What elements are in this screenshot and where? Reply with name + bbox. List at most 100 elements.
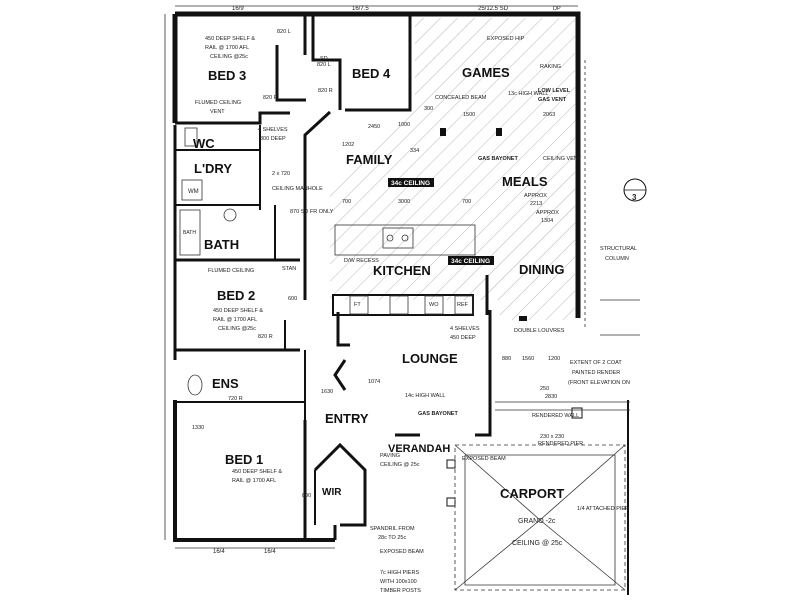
dim-dp: DP [553,6,561,12]
note-structural: STRUCTURAL [600,246,637,252]
note-concealed: CONCEALED BEAM [435,95,487,101]
note-column: COLUMN [605,256,629,262]
note-manhole-sd: 870 SD FR ONLY [290,209,334,215]
room-kitchen: KITCHEN [373,263,431,278]
note-manhole: CEILING MANHOLE [272,186,323,192]
dimension-labels: 16/9 16/7.5 25/12.5 SD 16/4 16/4 2450 10… [192,6,564,555]
note-paving: PAVING [380,453,400,459]
dim-top3: 25/12.5 SD [478,6,509,12]
dim-1500: 1500 [463,112,475,118]
outer-walls [172,11,581,542]
svg-text:34c CEILING: 34c CEILING [451,258,490,265]
note-bed1-rail: RAIL @ 1700 AFL [232,478,276,484]
room-labels: BED 3 BED 4 GAMES WC L'DRY FAMILY MEALS … [193,65,565,501]
fixture-wm: WM [188,189,199,195]
note-rendered-pier: RENDERED PIER [538,441,583,447]
dim-820r-bed3: 820 R [263,95,278,101]
room-family: FAMILY [346,152,393,167]
note-gas-vent: GAS VENT [538,97,567,103]
interior-walls [173,16,492,540]
note-grano: GRANO -2c [518,518,556,525]
note-hiwall: 13c HIGH WALL [508,91,548,97]
note-front-elev: (FRONT ELEVATION ON [568,380,630,386]
room-entry: ENTRY [325,411,369,426]
note-bed1-shelf: 450 DEEP SHELF & [232,469,282,475]
note-approx-val2: 1304 [541,218,553,224]
note-timber: WITH 100x100 [380,579,417,585]
svg-text:34c CEILING: 34c CEILING [391,180,430,187]
annotations: 450 DEEP SHELF & RAIL @ 1700 AFL CEILING… [195,29,637,594]
fixture-labels: WM BATH FT WO REF [183,189,469,308]
note-vent: VENT [210,109,225,115]
note-300-deep: 300 DEEP [260,136,286,142]
note-painted: PAINTED RENDER [572,370,620,376]
note-approx2: APPROX [536,210,559,216]
note-spandril2: 28c TO 25c [378,535,406,541]
dim-600: 600 [288,296,297,302]
note-rendered-wall: RENDERED WALL [532,413,579,419]
note-bed3-rail: RAIL @ 1700 AFL [205,45,249,51]
note-lounge-deep: 450 DEEP [450,335,476,341]
room-games: GAMES [462,65,510,80]
dim-2x720: 2 x 720 [272,171,290,177]
room-bed2: BED 2 [217,288,255,303]
dim-820r-bed2: 820 R [258,334,273,340]
room-bed1: BED 1 [225,452,263,467]
note-hi-wall-14: 14c HIGH WALL [405,393,445,399]
note-bed3-820l: 820 L [277,29,291,35]
dim-334: 334 [410,148,419,154]
note-bed3-shelf: 450 DEEP SHELF & [205,36,255,42]
carport-outline [454,400,630,595]
posts [440,128,583,507]
dim-720: 720 R [228,396,243,402]
note-ceiling-25: CEILING @ 25c [380,462,420,468]
dim-1200: 1200 [548,356,560,362]
note-carport-ceiling: CEILING @ 25c [512,540,563,547]
note-bayonet2: GAS BAYONET [418,411,458,417]
note-approx-val: 2213 [530,201,542,207]
note-exposed-beam2: EXPOSED BEAM [380,549,424,555]
hatched-roof-zone [330,18,575,320]
dim-pier: 230 x 230 [540,434,564,440]
room-carport: CARPORT [500,486,564,501]
note-flumed: FLUMED CEILING [195,100,241,106]
note-timber-posts: TIMBER POSTS [380,588,421,594]
room-meals: MEALS [502,174,548,189]
note-louvres: DOUBLE LOUVRES [514,328,565,334]
fixture-ref: REF [457,302,469,308]
note-dw-recess: D/W RECESS [344,258,379,264]
note-bed2-rail: RAIL @ 1700 AFL [213,317,257,323]
dim-250: 250 [540,386,549,392]
note-spandril: SPANDRIL FROM [370,526,415,532]
fixture-bath: BATH [183,230,196,236]
ceiling-badge-family: 34c CEILING [388,178,434,187]
room-verandah: VERANDAH [388,443,450,455]
room-ens: ENS [212,376,239,391]
note-high-piers: 7c HIGH PIERS [380,570,419,576]
room-ldry: L'DRY [194,161,232,176]
dim-top1: 16/9 [232,6,244,12]
dim-820l-bed4: 820 L [317,62,331,68]
dim-300: 300 [424,106,433,112]
dim-700b: 700 [462,199,471,205]
ceiling-badge-kitchen: 34c CEILING [448,256,494,265]
note-bed2-flumed: FLUMED CEILING [208,268,254,274]
note-low-level: LOW LEVEL [538,88,571,94]
dim-1630: 1630 [321,389,333,395]
note-approx: APPROX [524,193,547,199]
dim-top2: 16/7.5 [352,6,369,12]
room-wc: WC [193,136,215,151]
note-4-shelves: 4 SHELVES [258,127,288,133]
dim-2063: 2063 [543,112,555,118]
note-bed2-ceiling: CEILING @25c [218,326,256,332]
room-bed3: BED 3 [208,68,246,83]
note-ceiling-vent: CEILING VENT [543,156,582,162]
dim-880: 880 [502,356,511,362]
dim-3000: 3000 [398,199,410,205]
dim-1560: 1560 [522,356,534,362]
dim-bottom1: 16/4 [213,549,225,555]
note-lounge-shelves: 4 SHELVES [450,326,480,332]
fixture-wo: WO [429,302,439,308]
section-marker-number: 3 [632,193,637,202]
room-dining: DINING [519,262,565,277]
